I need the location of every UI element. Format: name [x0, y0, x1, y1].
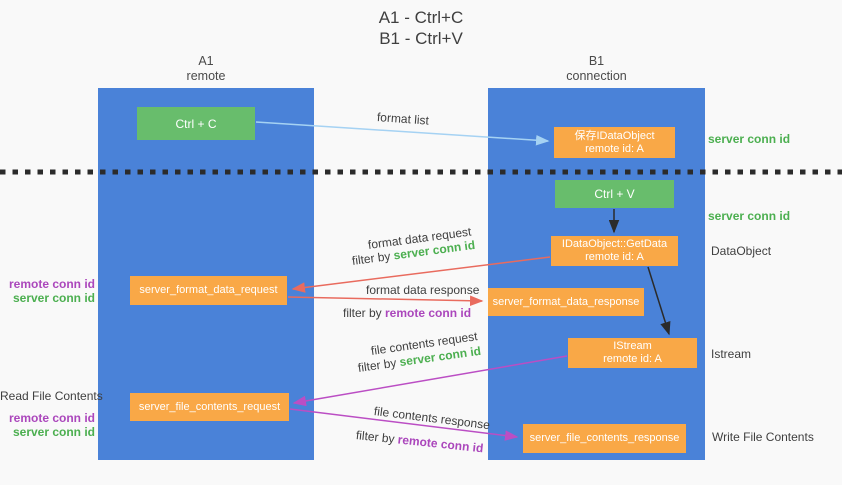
- lifeline-a1-name: A1: [198, 54, 214, 68]
- ctrl-v-label: Ctrl + V: [594, 187, 635, 201]
- server-conn-id-label-top: server conn id: [708, 132, 791, 146]
- ctrl-c-node: Ctrl + C: [137, 107, 255, 140]
- istream-line2: remote id: A: [603, 353, 662, 365]
- remote-conn-id-highlight: remote conn id: [397, 432, 485, 456]
- server-format-data-request-label: server_format_data_request: [139, 284, 278, 296]
- file-contents-response-label: file contents response: [373, 404, 491, 433]
- save-dataobject-line2: remote id: A: [585, 142, 644, 155]
- filter-by-prefix: filter by: [351, 248, 395, 268]
- filter-by-prefix: filter by: [355, 428, 399, 447]
- ctrl-v-node: Ctrl + V: [555, 180, 674, 208]
- read-file-contents-label: Read File Contents: [0, 389, 103, 403]
- save-dataobject-node: 保存IDataObject remote id: A: [554, 127, 675, 158]
- diagram-title: A1 - Ctrl+C B1 - Ctrl+V: [0, 7, 842, 49]
- filter-by-prefix: filter by: [357, 355, 401, 375]
- getdata-node: IDataObject::GetData remote id: A: [551, 236, 678, 266]
- server-format-data-request-node: server_format_data_request: [130, 276, 287, 305]
- remote-conn-id-label-2: remote conn id: [8, 411, 95, 425]
- lifeline-header-b1: B1 connection: [488, 54, 705, 84]
- format-list-label: format list: [376, 110, 430, 128]
- server-conn-id-label-1: server conn id: [12, 291, 95, 305]
- getdata-line1: IDataObject::GetData: [561, 238, 668, 250]
- title-line-1: A1 - Ctrl+C: [378, 8, 464, 27]
- server-file-contents-request-label: server_file_contents_request: [138, 400, 281, 413]
- left-conn-id-block-1: remote conn id server conn id: [0, 277, 95, 305]
- server-conn-id-label-2: server conn id: [12, 425, 95, 439]
- server-file-contents-response-node: server_file_contents_response: [523, 424, 686, 453]
- lifeline-b1-subtitle: connection: [566, 69, 627, 83]
- ctrl-c-label: Ctrl + C: [175, 116, 217, 131]
- istream-line1: IStream: [613, 340, 652, 352]
- filter-by-remote-conn-id-label-1: filter by remote conn id: [343, 306, 471, 320]
- server-format-data-response-node: server_format_data_response: [488, 288, 644, 316]
- dataobject-label: DataObject: [711, 244, 772, 258]
- write-file-contents-label: Write File Contents: [712, 430, 814, 444]
- server-format-data-response-label: server_format_data_response: [492, 295, 640, 308]
- filter-by-remote-conn-id-label-2: filter by remote conn id: [355, 428, 484, 455]
- remote-conn-id-highlight: remote conn id: [385, 306, 472, 320]
- lifeline-a1-subtitle: remote: [186, 69, 226, 83]
- title-line-2: B1 - Ctrl+V: [379, 29, 463, 48]
- lifeline-header-a1: A1 remote: [98, 54, 314, 84]
- left-conn-id-block-2: remote conn id server conn id: [0, 411, 95, 439]
- getdata-line2: remote id: A: [585, 251, 644, 263]
- lifeline-b1-name: B1: [588, 54, 605, 68]
- save-dataobject-line1: 保存IDataObject: [574, 129, 655, 142]
- arrow-format-data-response: [287, 295, 484, 307]
- server-conn-id-label-mid: server conn id: [708, 209, 791, 223]
- server-file-contents-response-label: server_file_contents_response: [529, 432, 680, 444]
- format-data-response-label: format data response: [366, 283, 480, 297]
- remote-conn-id-label-1: remote conn id: [8, 277, 95, 291]
- server-file-contents-request-node: server_file_contents_request: [130, 393, 289, 421]
- istream-side-label: Istream: [711, 347, 752, 361]
- istream-node: IStream remote id: A: [568, 338, 697, 368]
- filter-by-prefix: filter by: [343, 306, 386, 320]
